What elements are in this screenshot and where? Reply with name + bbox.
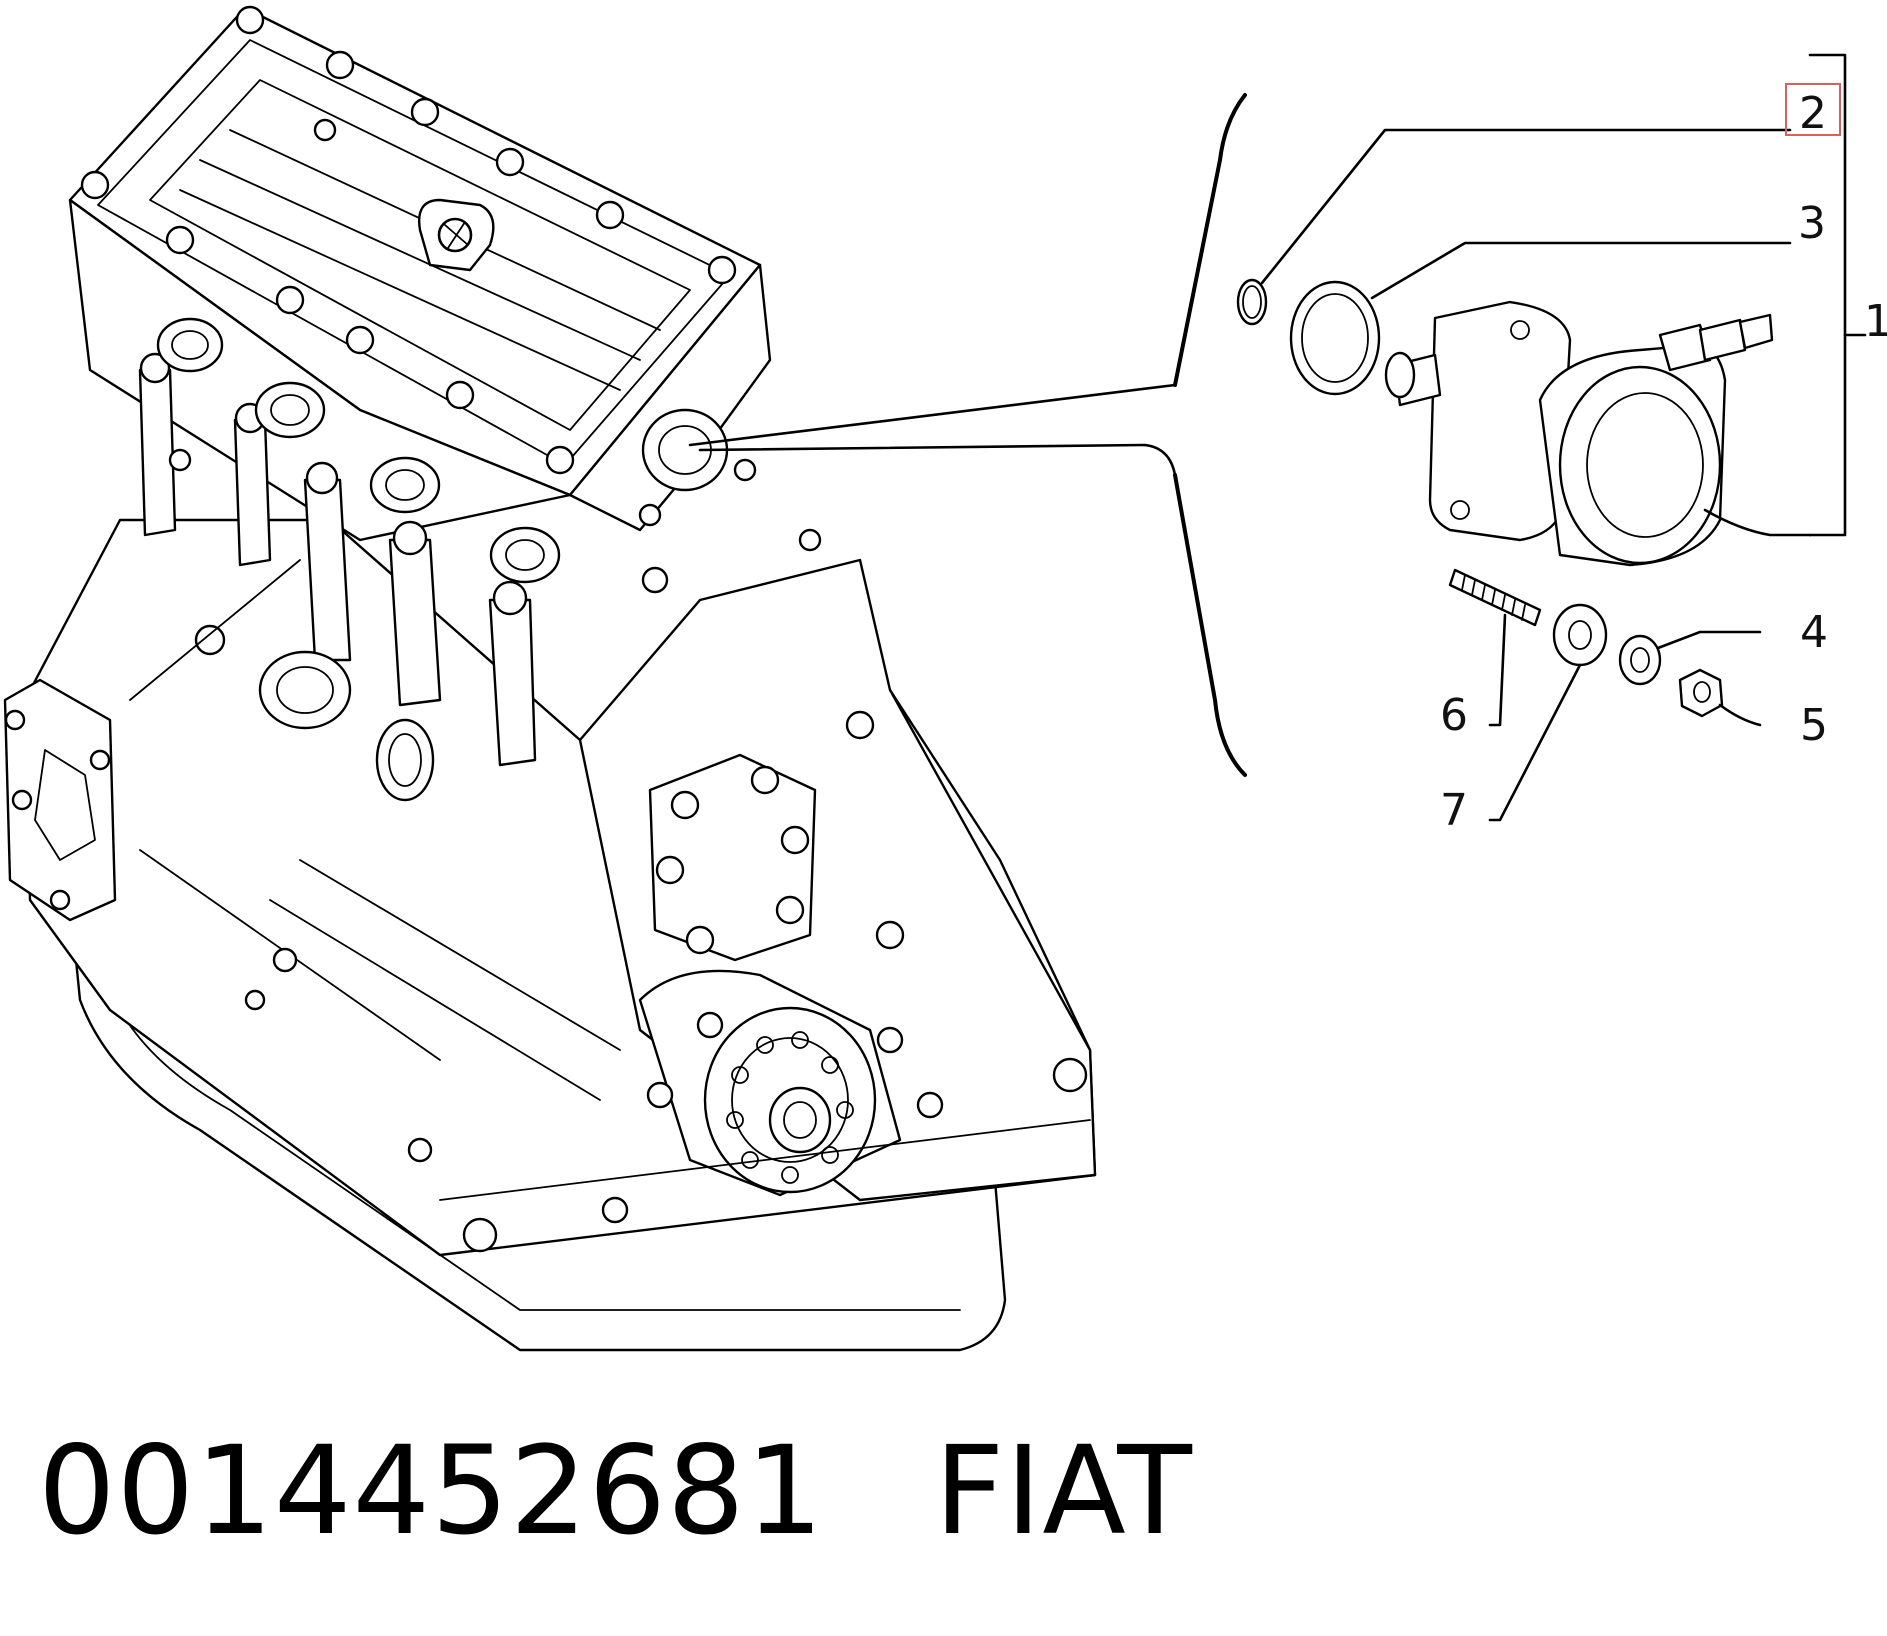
callout-2: 2 [1799,88,1827,139]
washer [1552,603,1608,667]
pump-mount-opening [638,408,822,594]
callout-numbers: 2 3 1 4 5 6 7 [1440,83,1887,836]
rocker-cover-bolts [80,5,737,475]
part-number: 0014452681 [38,1420,825,1562]
callout-1: 1 [1864,296,1887,347]
callout-2-highlight [1785,83,1841,136]
ports [156,317,561,802]
engine-block-illustration [3,5,1097,1352]
caption: 0014452681 FIAT [38,1430,1193,1552]
front-cover-plate [648,710,905,962]
side-flange [3,678,117,922]
callout-4: 4 [1800,607,1828,658]
crankshaft-pulley [462,969,1088,1253]
stud [1448,568,1542,627]
gasket-large [1289,280,1381,396]
detail-leader-lines [688,93,1247,777]
callout-3: 3 [1798,198,1826,249]
injection-pump-assembly [1236,278,1774,718]
oil-filler-cap [418,198,495,272]
callout-leader-lines [1260,53,1867,822]
callout-5: 5 [1800,700,1828,751]
spring-washer [1618,634,1662,686]
injectors [138,352,537,767]
brand-name: FIAT [934,1420,1193,1562]
callout-7: 7 [1440,785,1468,836]
callout-6: 6 [1440,690,1468,741]
nut [1678,668,1724,718]
